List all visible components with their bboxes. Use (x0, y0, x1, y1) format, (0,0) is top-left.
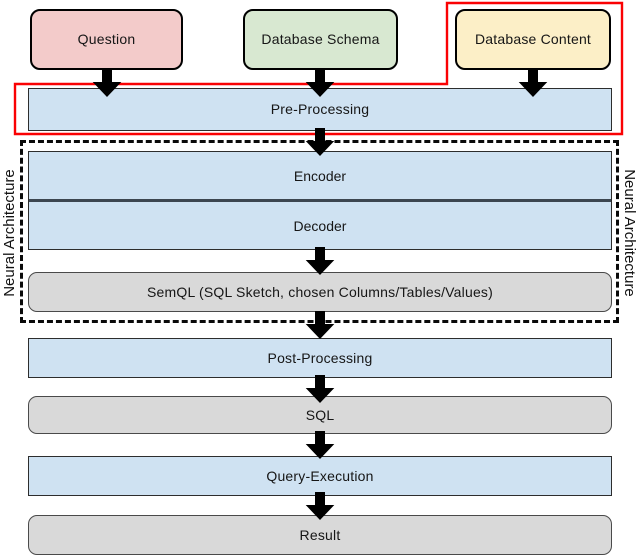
down-arrow-icon (518, 69, 548, 97)
pre-processing-label: Pre-Processing (270, 101, 370, 118)
query-execution-box: Query-Execution (28, 456, 612, 496)
down-arrow-icon (305, 311, 335, 339)
down-arrow-icon (305, 375, 335, 403)
down-arrow-icon (305, 492, 335, 520)
neural-architecture-label-left: Neural Architecture (1, 169, 18, 297)
database-content-box: Database Content (455, 9, 611, 70)
decoder-box: Decoder (29, 202, 611, 249)
result-box: Result (28, 515, 612, 555)
neural-architecture-label-right: Neural Architecture (621, 169, 638, 297)
database-schema-label: Database Schema (261, 31, 380, 48)
down-arrow-icon (305, 247, 335, 275)
query-execution-label: Query-Execution (266, 467, 374, 484)
database-content-label: Database Content (474, 31, 592, 48)
sql-box: SQL (28, 396, 612, 434)
encoder-decoder-stack: Encoder Decoder (28, 151, 612, 250)
down-arrow-icon (305, 69, 335, 97)
decoder-label: Decoder (293, 217, 347, 234)
post-processing-box: Post-Processing (28, 338, 612, 378)
down-arrow-icon (305, 431, 335, 459)
semql-label: SemQL (SQL Sketch, chosen Columns/Tables… (146, 283, 493, 300)
down-arrow-icon (305, 128, 335, 156)
question-label: Question (77, 31, 136, 48)
result-label: Result (299, 526, 341, 543)
post-processing-label: Post-Processing (267, 349, 373, 366)
down-arrow-icon (92, 69, 122, 97)
database-schema-box: Database Schema (243, 9, 398, 70)
encoder-box: Encoder (29, 152, 611, 202)
encoder-label: Encoder (293, 167, 347, 184)
sql-label: SQL (305, 406, 335, 423)
semql-box: SemQL (SQL Sketch, chosen Columns/Tables… (28, 272, 612, 312)
question-box: Question (30, 9, 183, 70)
